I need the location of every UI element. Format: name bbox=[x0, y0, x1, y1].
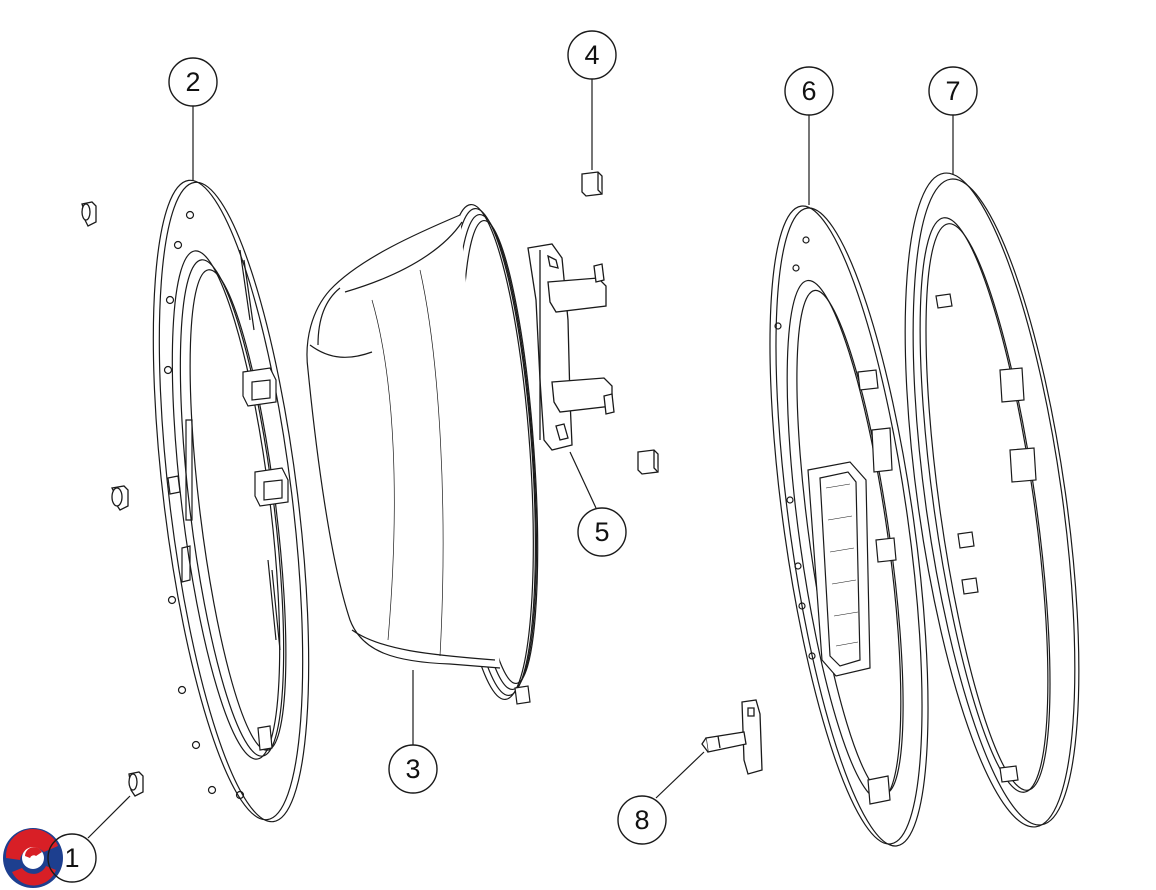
spacer-block bbox=[638, 450, 658, 474]
leader-line bbox=[655, 751, 705, 799]
callout-2: 2 bbox=[168, 57, 218, 107]
part-2-outer-frame-ring bbox=[125, 173, 337, 830]
spacer-block bbox=[582, 172, 602, 196]
leader-lines bbox=[87, 79, 954, 839]
callout-4: 4 bbox=[567, 30, 617, 80]
callout-7-label: 7 bbox=[945, 76, 960, 106]
part-4-spacer-blocks bbox=[582, 172, 658, 474]
part-5-hinge-bracket bbox=[528, 244, 614, 450]
callout-5: 5 bbox=[577, 507, 627, 557]
callout-6-label: 6 bbox=[801, 76, 816, 106]
callout-8: 8 bbox=[617, 795, 667, 845]
callout-5-label: 5 bbox=[594, 517, 609, 547]
callout-8-label: 8 bbox=[634, 805, 649, 835]
part-8-latch-key bbox=[702, 700, 762, 774]
callouts: 2 3 4 5 6 7 8 bbox=[168, 30, 978, 845]
part-7-trim-ring bbox=[873, 163, 1111, 837]
brand-swirl-logo bbox=[3, 828, 63, 888]
callout-4-label: 4 bbox=[584, 40, 599, 70]
callout-2-label: 2 bbox=[185, 67, 200, 97]
callout-1: 1 bbox=[47, 833, 97, 883]
leader-line bbox=[569, 451, 597, 509]
leader-line bbox=[87, 795, 131, 839]
cap-plug bbox=[129, 772, 143, 796]
callout-3: 3 bbox=[388, 744, 438, 794]
callout-1-label: 1 bbox=[64, 843, 79, 873]
part-3-door-glass-bowl bbox=[307, 202, 550, 704]
part-6-inner-door-frame bbox=[740, 198, 958, 855]
part-1-cap-plugs bbox=[82, 202, 143, 796]
callout-3-label: 3 bbox=[405, 754, 420, 784]
callout-6: 6 bbox=[784, 66, 834, 116]
callout-7: 7 bbox=[928, 66, 978, 116]
cap-plug bbox=[112, 486, 128, 510]
cap-plug bbox=[82, 202, 96, 226]
